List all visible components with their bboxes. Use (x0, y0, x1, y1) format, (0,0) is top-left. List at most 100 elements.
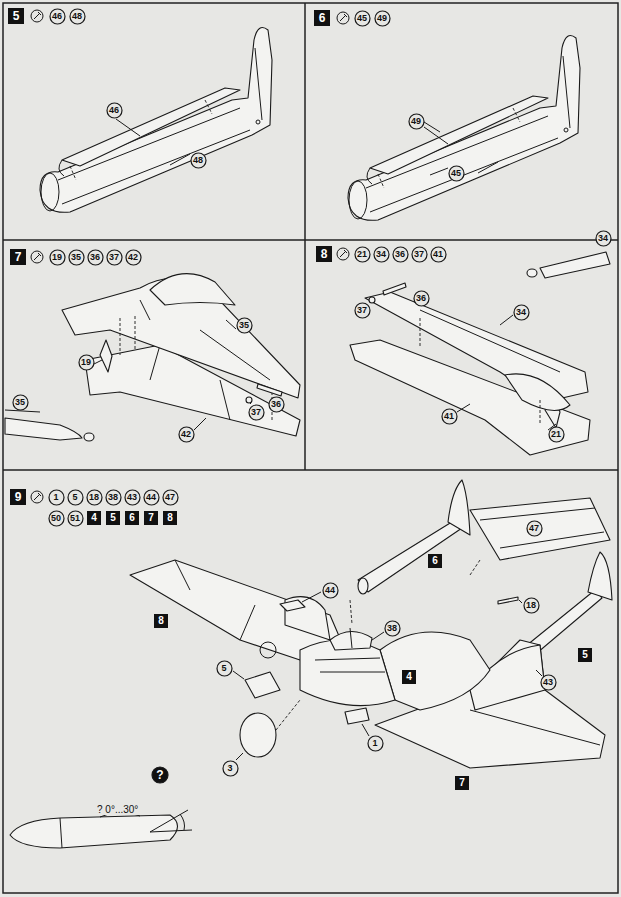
callout-number: 1 (367, 735, 384, 752)
tail-boom-halves (40, 28, 272, 213)
callout-number-text: 51 (70, 514, 80, 523)
callout-number: 46 (49, 8, 66, 25)
callout-number-text: 42 (181, 430, 191, 439)
subassembly-number: 4 (402, 670, 416, 684)
callout-number-text: 50 (51, 514, 61, 523)
callout-number-text: 36 (395, 250, 405, 259)
callout-number: 5 (67, 489, 84, 506)
callout-number-text: 21 (357, 250, 367, 259)
callout-number: 21 (354, 246, 371, 263)
step-number: 9 (10, 489, 26, 505)
callout-number: 44 (143, 489, 160, 506)
subassembly-number-text: 8 (167, 513, 173, 523)
callout-number-text: 18 (526, 601, 536, 610)
callout-number: 37 (354, 302, 371, 319)
leader-line (424, 122, 448, 175)
subassembly-number-text: 7 (148, 513, 154, 523)
callout-number-text: 1 (372, 739, 377, 748)
callout-number-text: 42 (128, 253, 138, 262)
callout-number: 45 (354, 10, 371, 27)
callout-number-text: 37 (357, 306, 367, 315)
callout-number-text: 38 (108, 493, 118, 502)
callout-number: 35 (12, 394, 29, 411)
step-number: 7 (10, 249, 26, 265)
step-number: 5 (8, 8, 24, 24)
callout-number-text: 44 (325, 586, 335, 595)
subassembly-number-text: 5 (110, 513, 116, 523)
callout-number-text: 34 (376, 250, 386, 259)
callout-number-text: 21 (551, 430, 561, 439)
callout-number-text: 38 (387, 624, 397, 633)
angle-note: ? 0°...30° (96, 804, 139, 815)
callout-number: 34 (595, 230, 612, 247)
help-icon-text: ? (156, 769, 163, 781)
callout-number: 38 (105, 489, 122, 506)
step-number-text: 9 (15, 491, 22, 503)
callout-number: 36 (392, 246, 409, 263)
callout-number-text: 44 (146, 493, 156, 502)
callout-number-text: 41 (444, 412, 454, 421)
callout-number-text: 37 (251, 408, 261, 417)
callout-number: 18 (86, 489, 103, 506)
callout-number-text: 36 (416, 294, 426, 303)
callout-number: 35 (68, 249, 85, 266)
callout-number: 21 (548, 426, 565, 443)
callout-number-text: 45 (357, 14, 367, 23)
tail-boom-halves (348, 36, 580, 221)
subassembly-number: 5 (578, 648, 592, 662)
callout-number: 34 (513, 304, 530, 321)
subassembly-number: 8 (154, 614, 168, 628)
callout-number-text: 46 (109, 106, 119, 115)
wing-halves (5, 274, 300, 441)
callout-number-text: 47 (165, 493, 175, 502)
step-number: 8 (316, 246, 332, 262)
callout-number: 38 (384, 620, 401, 637)
callout-number-text: 36 (271, 400, 281, 409)
callout-number-text: 19 (52, 253, 62, 262)
callout-number: 37 (411, 246, 428, 263)
subassembly-number-text: 6 (129, 513, 135, 523)
callout-number-text: 1 (53, 493, 58, 502)
final-assembly (10, 480, 612, 848)
subassembly-number-text: 6 (432, 556, 438, 566)
callout-number-text: 41 (433, 250, 443, 259)
callout-number: 5 (216, 660, 233, 677)
wing-halves (350, 252, 610, 455)
panel-frames (3, 3, 618, 893)
callout-number-text: 48 (193, 156, 203, 165)
subassembly-number: 7 (455, 776, 469, 790)
callout-number: 43 (540, 674, 557, 691)
subassembly-number: 5 (106, 511, 120, 525)
callout-number-text: 5 (221, 664, 226, 673)
callout-number-text: 48 (72, 12, 82, 21)
callout-number: 3 (222, 760, 239, 777)
callout-number: 37 (106, 249, 123, 266)
subassembly-number-text: 8 (158, 616, 164, 626)
callout-number: 45 (448, 165, 465, 182)
callout-number: 36 (268, 396, 285, 413)
callout-number: 46 (106, 102, 123, 119)
cement-icon (31, 10, 349, 503)
callout-number: 41 (430, 246, 447, 263)
callout-number-text: 45 (451, 169, 461, 178)
subassembly-number: 7 (144, 511, 158, 525)
subassembly-number-text: 5 (582, 650, 588, 660)
callout-number-text: 37 (109, 253, 119, 262)
step-number-text: 7 (15, 251, 22, 263)
subassembly-number: 4 (87, 511, 101, 525)
callout-number-text: 35 (239, 321, 249, 330)
callout-number-text: 37 (414, 250, 424, 259)
callout-number-text: 18 (89, 493, 99, 502)
callout-number-text: 49 (377, 14, 387, 23)
callout-number: 36 (87, 249, 104, 266)
callout-number-text: 34 (516, 308, 526, 317)
subassembly-number: 6 (125, 511, 139, 525)
callout-number: 47 (526, 520, 543, 537)
step-number-text: 8 (321, 248, 328, 260)
subassembly-number-text: 4 (91, 513, 97, 523)
callout-number: 42 (125, 249, 142, 266)
callout-number: 19 (49, 249, 66, 266)
step-number: 6 (314, 10, 330, 26)
subassembly-number-text: 4 (406, 672, 412, 682)
